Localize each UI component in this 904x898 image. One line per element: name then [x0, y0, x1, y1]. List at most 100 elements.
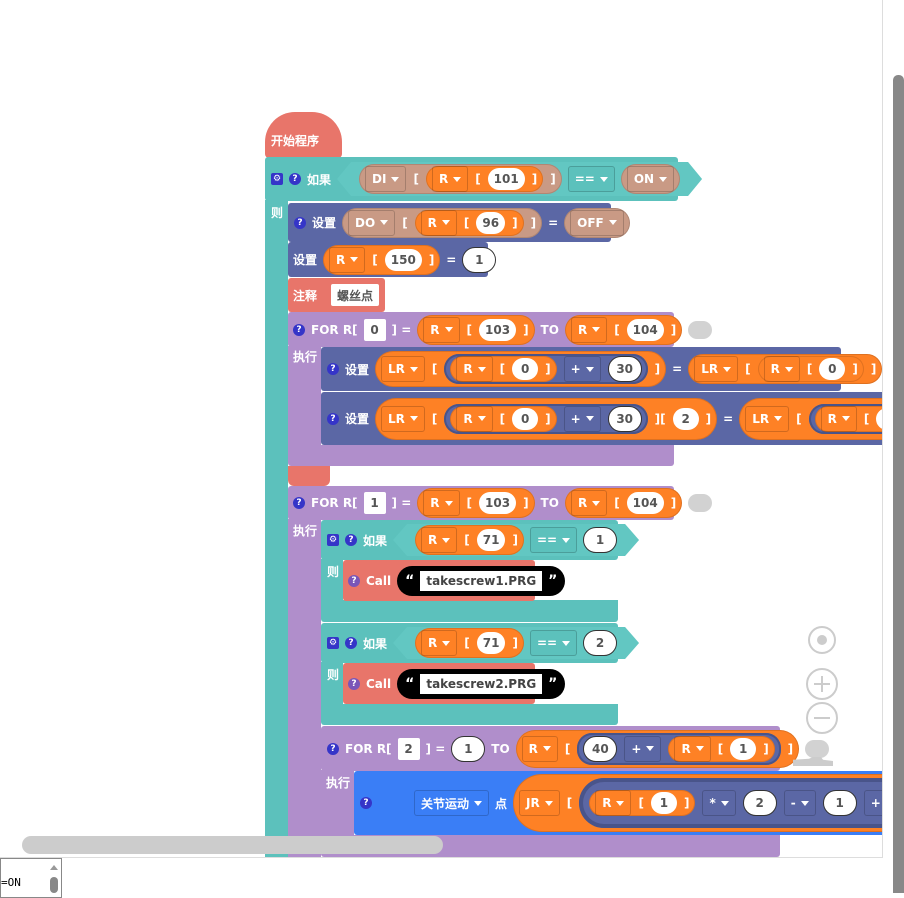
register-dropdown[interactable]: R: [421, 527, 457, 553]
step-toggle[interactable]: [688, 320, 713, 339]
math-operator-dropdown[interactable]: +: [563, 405, 601, 432]
help-icon[interactable]: [293, 323, 305, 336]
console-output[interactable]: =ON: [0, 858, 62, 898]
trash-icon[interactable]: [793, 757, 833, 766]
register-dropdown[interactable]: R: [570, 316, 608, 343]
index-field[interactable]: 0: [512, 358, 539, 380]
index-field[interactable]: 103: [479, 492, 517, 514]
zoom-in-button[interactable]: [806, 668, 838, 700]
console-scrollbar[interactable]: [50, 877, 58, 893]
stack-connector-block[interactable]: [288, 466, 330, 486]
value-field[interactable]: 2: [742, 790, 777, 816]
gear-icon[interactable]: [327, 637, 339, 649]
register-dropdown[interactable]: R: [521, 735, 558, 762]
register-dropdown[interactable]: R: [423, 316, 460, 343]
operator-dropdown[interactable]: ==: [530, 527, 577, 553]
bracket: [: [463, 215, 470, 230]
jr-type-dropdown[interactable]: JR: [519, 790, 560, 816]
value-field[interactable]: 1: [462, 246, 497, 273]
index-field[interactable]: 0: [512, 407, 539, 430]
from-value-field[interactable]: 1: [451, 735, 486, 762]
index-field[interactable]: 0: [876, 407, 882, 430]
help-icon[interactable]: [293, 497, 305, 509]
register-dropdown[interactable]: R: [456, 405, 493, 432]
horizontal-scrollbar[interactable]: [22, 836, 443, 854]
recenter-button[interactable]: [808, 626, 836, 654]
index-field[interactable]: 150: [384, 248, 422, 271]
math-operator-dropdown[interactable]: +: [624, 735, 662, 762]
comment-text-field[interactable]: 螺丝点: [331, 284, 380, 306]
on-off-dropdown[interactable]: OFF: [570, 209, 624, 236]
help-icon[interactable]: [348, 677, 360, 690]
gear-icon[interactable]: [271, 173, 283, 185]
value-field[interactable]: 30: [607, 405, 642, 432]
loop-var-field[interactable]: 2: [397, 737, 420, 760]
value-field[interactable]: 1: [583, 527, 617, 553]
blockly-workspace[interactable]: 开始程序 如果 DI [ R [ 101 ] ] == ON 则: [0, 0, 883, 858]
value-field[interactable]: 30: [607, 356, 642, 382]
sub-index-field[interactable]: 2: [672, 407, 699, 430]
register-dropdown[interactable]: R: [570, 490, 608, 516]
help-icon[interactable]: [294, 216, 306, 229]
lr-type-dropdown[interactable]: LR: [745, 405, 790, 432]
index-field[interactable]: 1: [730, 737, 757, 760]
help-icon[interactable]: [327, 412, 339, 425]
motion-mode-dropdown[interactable]: 关节运动: [414, 790, 490, 816]
then-label: 则: [327, 564, 340, 579]
value-field[interactable]: 1: [822, 790, 857, 816]
zoom-out-button[interactable]: [806, 702, 838, 734]
help-icon[interactable]: [348, 574, 360, 587]
math-operator-dropdown[interactable]: +: [563, 356, 601, 382]
index-field[interactable]: 103: [479, 318, 517, 341]
loop-var-field[interactable]: 1: [363, 492, 386, 514]
on-off-dropdown[interactable]: ON: [627, 166, 674, 192]
step-toggle[interactable]: [805, 739, 830, 758]
math-operator-dropdown[interactable]: -: [783, 790, 816, 816]
value-field[interactable]: 40: [583, 735, 618, 762]
math-operator-dropdown[interactable]: *: [702, 790, 736, 816]
lr-type-dropdown[interactable]: LR: [381, 405, 425, 432]
to-label: TO: [491, 741, 510, 756]
register-dropdown[interactable]: R: [432, 166, 468, 192]
register-dropdown[interactable]: R: [456, 356, 493, 382]
program-name-field[interactable]: takescrew2.PRG: [420, 673, 543, 694]
index-field[interactable]: 96: [476, 211, 506, 234]
help-icon[interactable]: [327, 363, 339, 375]
value-field[interactable]: 2: [583, 630, 617, 656]
lr-type-dropdown[interactable]: LR: [381, 356, 425, 382]
index-field[interactable]: 0: [819, 358, 846, 380]
math-operator-dropdown[interactable]: +: [863, 790, 882, 816]
start-program-block[interactable]: [265, 112, 342, 158]
register-dropdown[interactable]: R: [820, 405, 857, 432]
index-field[interactable]: 1: [650, 792, 677, 814]
index-field[interactable]: 104: [626, 318, 664, 341]
for-header: FOR R[ 0 ] = R [ 103 ] TO R [ 104 ]: [293, 312, 713, 347]
help-icon[interactable]: [345, 534, 357, 546]
gear-icon[interactable]: [327, 534, 339, 546]
register-dropdown[interactable]: R: [421, 630, 457, 656]
index-field[interactable]: 71: [477, 632, 506, 654]
operator-dropdown[interactable]: ==: [568, 166, 615, 192]
register-dropdown[interactable]: R: [595, 790, 632, 816]
register-dropdown[interactable]: R: [423, 490, 460, 516]
scroll-up-icon[interactable]: [50, 865, 58, 870]
step-toggle[interactable]: [688, 494, 713, 512]
vertical-scrollbar[interactable]: [893, 75, 904, 893]
operator-dropdown[interactable]: ==: [530, 630, 577, 656]
help-icon[interactable]: [360, 797, 372, 809]
register-dropdown[interactable]: R: [420, 209, 457, 236]
register-dropdown[interactable]: R: [329, 246, 366, 273]
help-icon[interactable]: [289, 173, 301, 185]
lr-type-dropdown[interactable]: LR: [694, 356, 739, 382]
register-dropdown[interactable]: R: [674, 735, 711, 762]
register-dropdown[interactable]: R: [763, 356, 800, 382]
program-name-field[interactable]: takescrew1.PRG: [420, 570, 543, 591]
do-type-dropdown[interactable]: DO: [348, 209, 396, 236]
index-field[interactable]: 104: [626, 492, 664, 514]
loop-var-field[interactable]: 0: [363, 318, 386, 341]
help-icon[interactable]: [327, 742, 339, 755]
di-type-dropdown[interactable]: DI: [365, 166, 406, 192]
index-field[interactable]: 71: [477, 529, 506, 551]
help-icon[interactable]: [345, 637, 357, 649]
index-field[interactable]: 101: [488, 168, 525, 190]
